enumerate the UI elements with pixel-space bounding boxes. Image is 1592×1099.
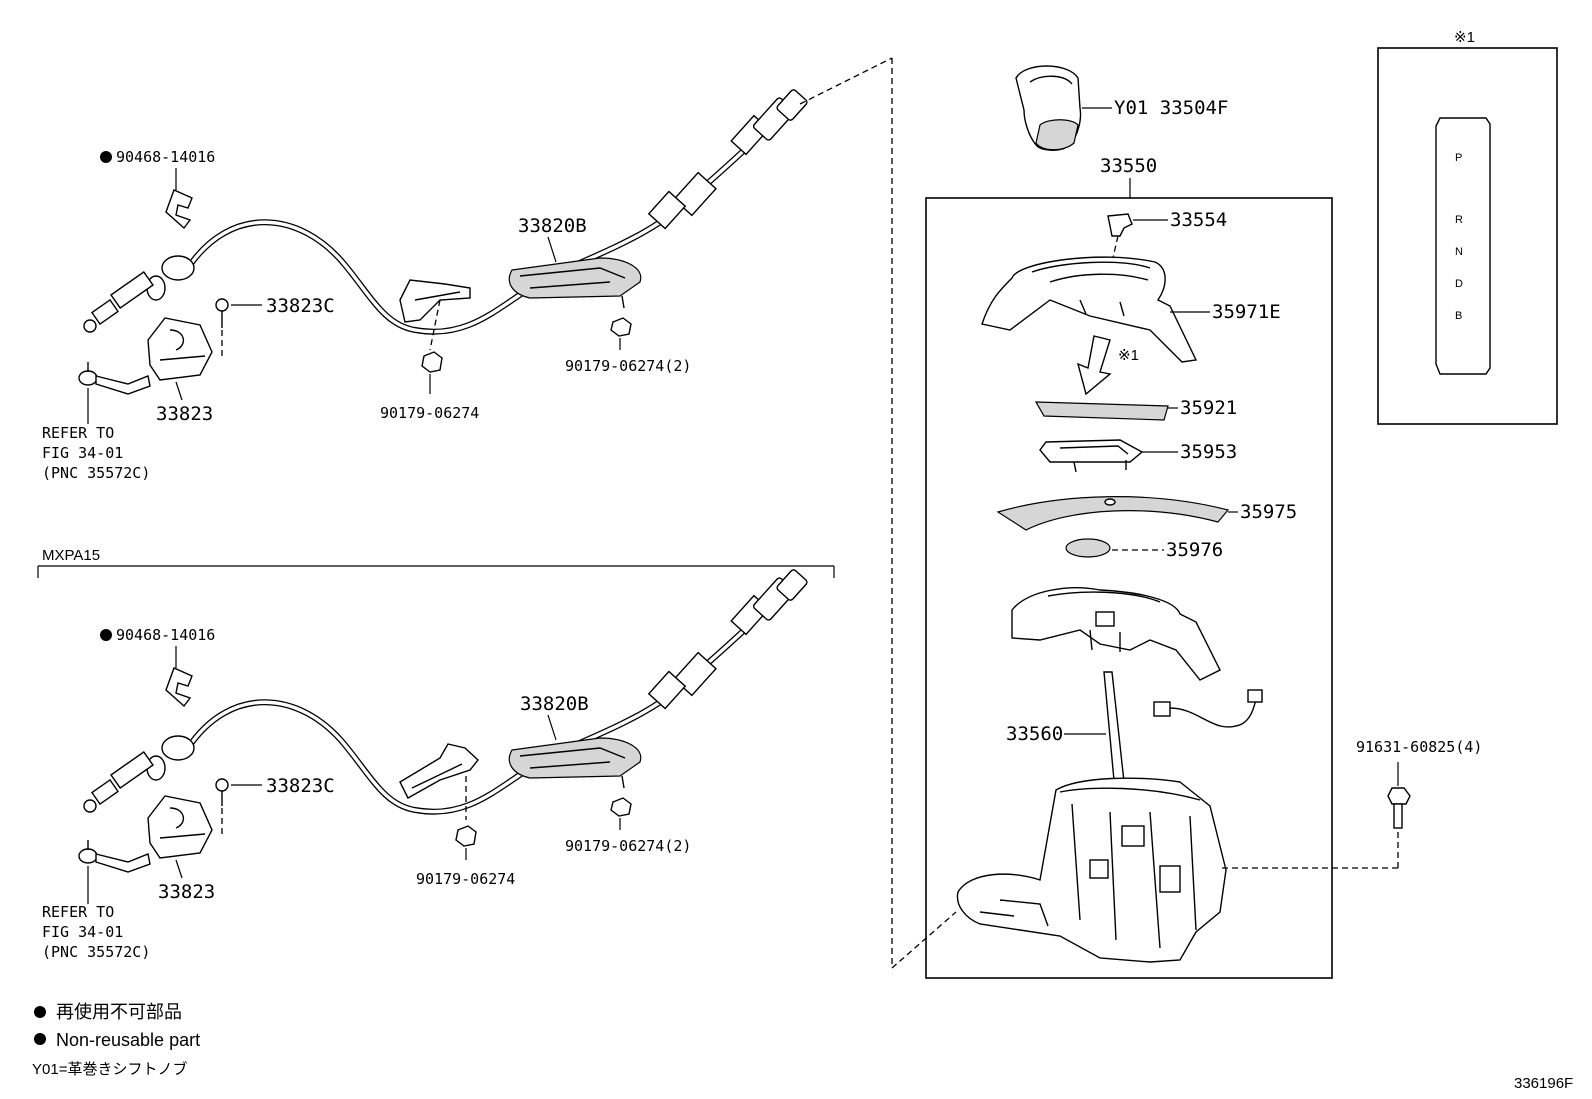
upper-housing <box>1011 587 1221 681</box>
bolt-33823c <box>215 298 262 358</box>
label-35953: 35953 <box>1180 441 1237 463</box>
label-33560: 33560 <box>1006 723 1063 745</box>
cable-support-bracket-lower <box>399 743 479 799</box>
non-reusable-bullet-lower <box>100 629 112 641</box>
label-screw: 91631-60825(4) <box>1356 738 1482 756</box>
label-cable-lower: 33820B <box>520 693 589 715</box>
label-35921: 35921 <box>1180 397 1237 419</box>
label-clip-upper: 90468-14016 <box>116 148 215 166</box>
label-35975: 35975 <box>1240 501 1297 523</box>
bracket-33823 <box>147 317 213 381</box>
label-35976: 35976 <box>1166 539 1223 561</box>
figure-id: 336196F <box>1514 1075 1573 1092</box>
label-cable-upper: 33820B <box>518 215 587 237</box>
label-bracket-lower: 33823 <box>158 881 215 903</box>
lower-cable-assembly <box>78 569 808 904</box>
shifter-base <box>956 777 1399 963</box>
label-nut-lower: 90179-06274 <box>416 870 515 888</box>
non-reusable-bullet <box>100 151 112 163</box>
indicator-r: R <box>1455 214 1463 226</box>
indicator-d: D <box>1455 278 1463 290</box>
shift-knob <box>1015 65 1112 151</box>
bracket-33823-lower <box>147 795 213 859</box>
refer-line1-upper: REFER TO <box>42 424 114 442</box>
nut-90179-06274-2-lower <box>610 797 632 830</box>
upper-cable-assembly <box>78 89 808 424</box>
part-35975 <box>996 496 1238 531</box>
refer-line3-upper: (PNC 35572C) <box>42 464 150 482</box>
label-33550: 33550 <box>1100 155 1157 177</box>
connector-dashed-bottom <box>891 911 957 969</box>
refer-line1-lower: REFER TO <box>42 903 114 921</box>
label-bolt-upper: 33823C <box>266 295 335 317</box>
label-nut2-lower: 90179-06274(2) <box>565 837 691 855</box>
inset-title: ※1 <box>1454 29 1475 46</box>
label-33554: 33554 <box>1170 209 1227 231</box>
connector-dashed-top <box>799 57 893 105</box>
label-bracket-upper: 33823 <box>156 403 213 425</box>
cable-end-fitting-lower <box>647 569 808 710</box>
cable-support-bracket <box>399 279 471 323</box>
nut-90179-06274-lower <box>455 776 477 847</box>
indicator-p: P <box>1455 152 1462 164</box>
cable-end-fitting <box>647 89 808 230</box>
legend-y01: Y01=革巻きシフトノブ <box>32 1060 187 1078</box>
nut-90179-06274 <box>421 299 443 373</box>
assembly-frame-33550 <box>925 197 1333 979</box>
part-35953 <box>1039 439 1178 473</box>
legend-bullet-jp <box>34 1006 46 1018</box>
screw-91631-60825 <box>1387 762 1411 829</box>
insert-arrow <box>1076 335 1112 396</box>
inset-indicator <box>1377 47 1558 425</box>
cable-bracket-33820b-lower <box>508 737 642 789</box>
wire-harness <box>1153 689 1263 728</box>
cable-bracket-33820b <box>508 257 642 309</box>
refer-line2-lower: FIG 34-01 <box>42 923 123 941</box>
label-35971e: 35971E <box>1212 301 1281 323</box>
part-33554 <box>1107 213 1168 263</box>
cable-end-left <box>83 255 195 333</box>
indicator-b: B <box>1455 310 1462 322</box>
ball-joint-lower <box>78 840 151 873</box>
label-knob: Y01 33504F <box>1114 97 1228 119</box>
legend-bullet-en <box>34 1033 46 1045</box>
legend-en: Non-reusable part <box>56 1030 200 1050</box>
label-nut2-upper: 90179-06274(2) <box>565 357 691 375</box>
refer-line3-lower: (PNC 35572C) <box>42 943 150 961</box>
ball-joint <box>78 362 151 395</box>
note-mark-1: ※1 <box>1118 347 1139 364</box>
part-35976 <box>1065 538 1164 558</box>
indicator-n: N <box>1455 246 1463 258</box>
nut-90179-06274-2 <box>610 317 632 350</box>
label-bolt-lower: 33823C <box>266 775 335 797</box>
retaining-clip-lower <box>165 667 193 708</box>
refer-line2-upper: FIG 34-01 <box>42 444 123 462</box>
legend-jp: 再使用不可部品 <box>56 1002 182 1022</box>
cable-end-left-lower <box>83 735 195 813</box>
part-35921 <box>1034 401 1178 421</box>
variant-label: MXPA15 <box>42 547 100 564</box>
label-clip-lower: 90468-14016 <box>116 626 215 644</box>
bolt-33823c-lower <box>215 778 262 836</box>
retaining-clip <box>165 189 193 230</box>
label-nut-upper: 90179-06274 <box>380 404 479 422</box>
variant-bracket <box>37 565 835 578</box>
part-35971e <box>981 256 1210 363</box>
